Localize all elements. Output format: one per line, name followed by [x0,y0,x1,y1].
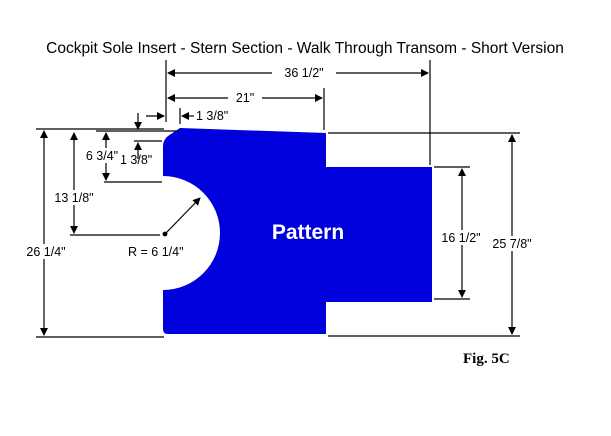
dim-notch-top: 6 3/4" [82,132,162,183]
dim-right-height-label: 25 7/8" [492,237,531,251]
dim-overall-width: 26 1/4" [22,128,164,338]
dim-corner-drop-label: 1 3/8" [120,153,152,167]
pattern-label: Pattern [272,221,344,244]
dim-arc-center-label: 13 1/8" [54,191,93,205]
diagram-title: Cockpit Sole Insert - Stern Section - Wa… [46,40,564,57]
dim-arc-center: 13 1/8" [50,132,160,236]
dim-step-width: 16 1/2" [434,166,486,300]
dim-radius: R = 6 1/4" [128,197,201,259]
dim-main-length-label: 21" [236,91,254,105]
dim-overall-width-label: 26 1/4" [26,245,65,259]
dim-corner-drop: 1 3/8" [96,113,178,167]
dim-corner-offset-label: 1 3/8" [196,109,228,123]
dim-corner-offset: 1 3/8" [146,108,228,124]
dim-notch-top-label: 6 3/4" [86,149,118,163]
figure-label: Fig. 5C [463,351,510,367]
dim-radius-label: R = 6 1/4" [128,245,184,259]
dim-overall-length-label: 36 1/2" [284,66,323,80]
pattern-shape [163,128,432,334]
dim-overall-length: 36 1/2" [165,60,431,165]
dim-step-width-label: 16 1/2" [441,231,480,245]
dim-right-height: 25 7/8" [328,132,538,337]
dim-main-length: 21" [167,88,325,130]
